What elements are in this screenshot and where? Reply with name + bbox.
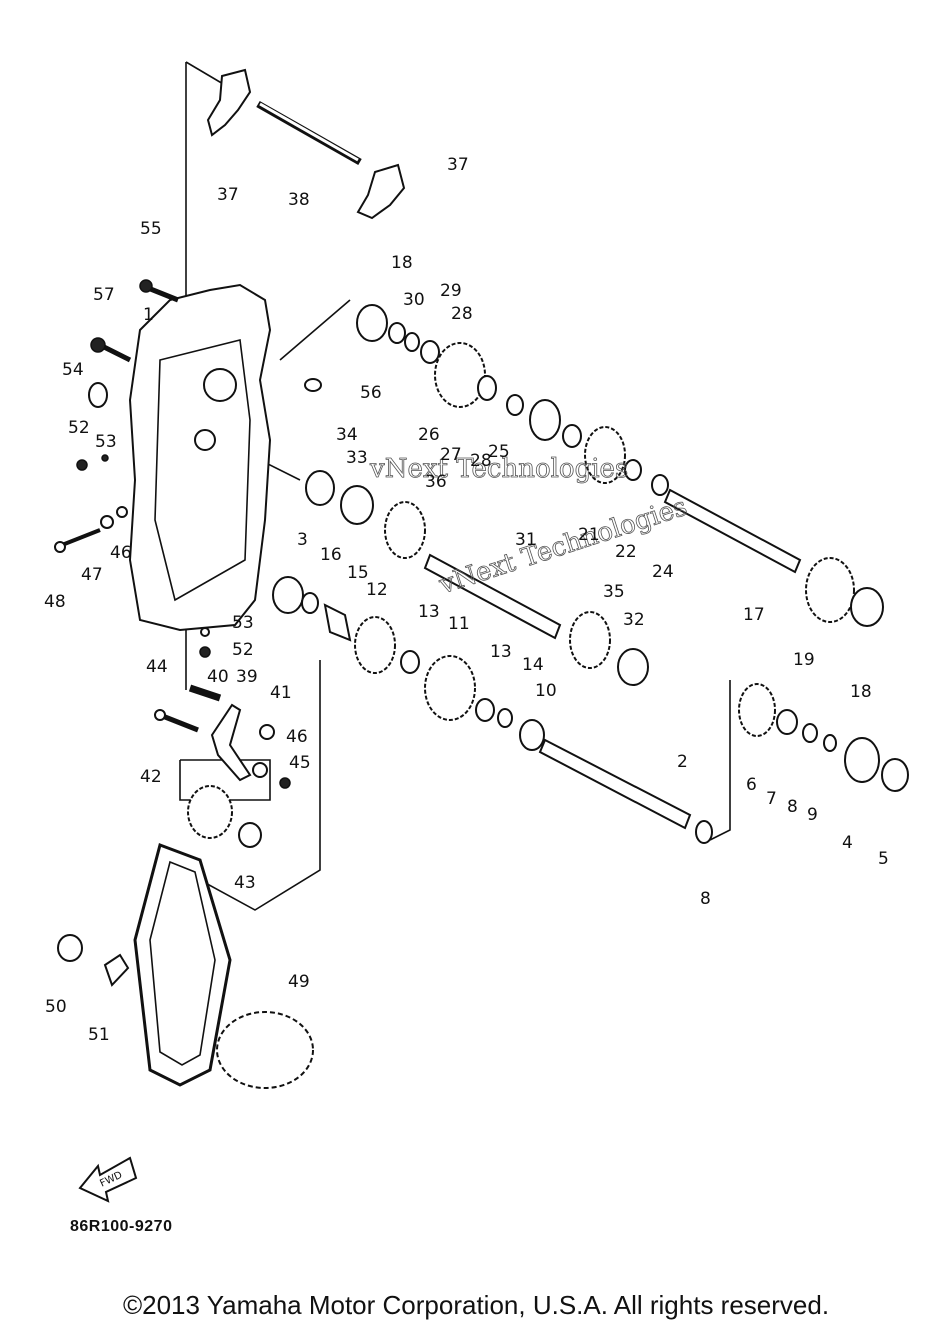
callout-56: 56 — [360, 383, 382, 403]
callout-2: 2 — [677, 752, 688, 772]
upper-shaft-assembly — [356, 304, 884, 627]
shift-forks — [206, 68, 406, 220]
callout-3: 3 — [297, 530, 308, 550]
callout-38: 38 — [288, 190, 310, 210]
callout-26: 26 — [418, 425, 440, 445]
copyright-notice: ©2013 Yamaha Motor Corporation, U.S.A. A… — [122, 1290, 830, 1320]
drawing-code: 86R100-9270 — [70, 1218, 173, 1235]
callout-35: 35 — [603, 582, 625, 602]
lower-shaft-assembly — [272, 576, 909, 844]
callout-34: 34 — [336, 425, 358, 445]
callout-49: 49 — [288, 972, 310, 992]
callout-13b: 13 — [490, 642, 512, 662]
callout-40: 40 — [207, 667, 229, 687]
callout-44: 44 — [146, 657, 168, 677]
callout-18b: 18 — [850, 682, 872, 702]
callout-36: 36 — [425, 472, 447, 492]
callout-27: 27 — [440, 445, 462, 465]
callout-9: 9 — [807, 805, 818, 825]
drive-belt-assembly — [57, 785, 314, 1089]
callout-41: 41 — [270, 683, 292, 703]
callout-15: 15 — [347, 563, 369, 583]
forward-arrow-icon: FWD — [78, 1156, 138, 1203]
callout-47: 47 — [81, 565, 103, 585]
callout-22: 22 — [615, 542, 637, 562]
callout-29: 29 — [440, 281, 462, 301]
callout-28a: 28 — [451, 304, 473, 324]
callout-39: 39 — [236, 667, 258, 687]
callout-11: 11 — [448, 614, 470, 634]
callout-33: 33 — [346, 448, 368, 468]
callout-32: 32 — [623, 610, 645, 630]
callout-52a: 52 — [68, 418, 90, 438]
callout-28b: 28 — [470, 451, 492, 471]
callout-53a: 53 — [95, 432, 117, 452]
callout-46b: 46 — [110, 543, 132, 563]
callout-4: 4 — [842, 833, 853, 853]
callout-37b: 37 — [447, 155, 469, 175]
callout-54: 54 — [62, 360, 84, 380]
callout-37a: 37 — [217, 185, 239, 205]
callout-48: 48 — [44, 592, 66, 612]
part-callouts: 1 2 3 4 5 6 7 8 8 9 10 11 12 13 13 14 15… — [44, 155, 889, 1045]
callout-24: 24 — [652, 562, 674, 582]
callout-57: 57 — [93, 285, 115, 305]
callout-1: 1 — [143, 305, 154, 325]
fasteners — [54, 279, 322, 789]
callout-8a: 8 — [787, 797, 798, 817]
callout-12: 12 — [366, 580, 388, 600]
crankcase-cover — [128, 283, 272, 632]
callout-30: 30 — [403, 290, 425, 310]
callout-43: 43 — [234, 873, 256, 893]
watermark-line-1: vNext Technologies — [369, 454, 628, 484]
callout-42: 42 — [140, 767, 162, 787]
callout-14: 14 — [522, 655, 544, 675]
callout-16: 16 — [320, 545, 342, 565]
callout-52b: 52 — [232, 640, 254, 660]
callout-19: 19 — [793, 650, 815, 670]
callout-10: 10 — [535, 681, 557, 701]
callout-55: 55 — [140, 219, 162, 239]
watermark-line-2: vNext Technologies — [435, 492, 691, 601]
callout-8b: 8 — [700, 889, 711, 909]
callout-6: 6 — [746, 775, 757, 795]
callout-5: 5 — [878, 849, 889, 869]
middle-shaft-assembly — [305, 470, 649, 686]
callout-53b: 53 — [232, 613, 254, 633]
callout-13a: 13 — [418, 602, 440, 622]
callout-7: 7 — [766, 789, 777, 809]
callout-45: 45 — [289, 753, 311, 773]
callout-21: 21 — [578, 525, 600, 545]
callout-25: 25 — [488, 442, 510, 462]
callout-18a: 18 — [391, 253, 413, 273]
callout-51: 51 — [88, 1025, 110, 1045]
callout-31: 31 — [515, 530, 537, 550]
callout-50: 50 — [45, 997, 67, 1017]
callout-17: 17 — [743, 605, 765, 625]
callout-46a: 46 — [286, 727, 308, 747]
